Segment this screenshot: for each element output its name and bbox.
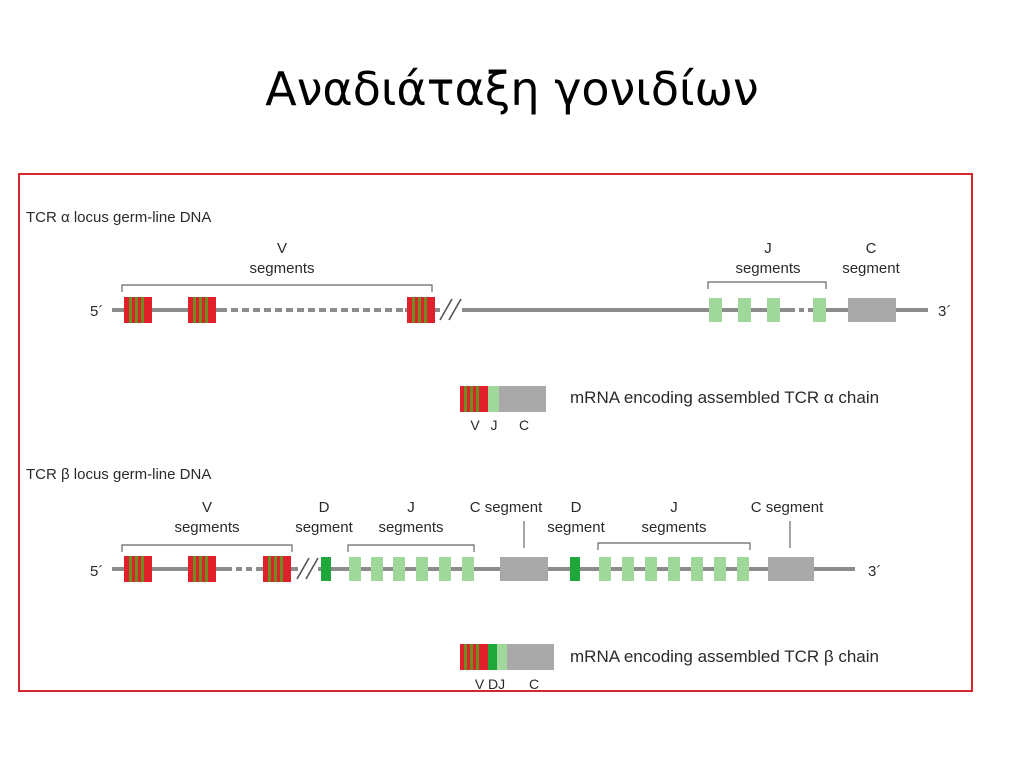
beta-c1-label: C segment	[470, 499, 543, 516]
beta-v-segment	[263, 556, 291, 582]
beta-j1-segment	[393, 557, 405, 581]
beta-v-segment	[188, 556, 216, 582]
beta-d2-label-2: segment	[547, 519, 605, 536]
alpha-v-segment	[124, 297, 152, 323]
beta-j1-segment	[416, 557, 428, 581]
alpha-v-segment	[188, 297, 216, 323]
alpha-c-label-1: C	[866, 240, 877, 257]
alpha-mrna-c-label: C	[519, 417, 529, 433]
alpha-j-segment	[813, 298, 826, 322]
beta-d1-segment	[321, 557, 331, 581]
figure-frame	[18, 173, 973, 692]
beta-j2-segment	[714, 557, 726, 581]
beta-five-prime: 5´	[90, 563, 103, 580]
slide-title: Αναδιάταξη γονιδίων	[265, 62, 759, 116]
alpha-c-label-2: segment	[842, 260, 900, 277]
beta-v-segment	[124, 556, 152, 582]
beta-mrna-caption: mRNA encoding assembled TCR β chain	[570, 647, 879, 666]
alpha-three-prime: 3´	[938, 303, 951, 320]
beta-j1-segment	[371, 557, 383, 581]
alpha-five-prime: 5´	[90, 303, 103, 320]
beta-c2-segment	[768, 557, 814, 581]
alpha-mrna-v-label: V	[470, 417, 480, 433]
beta-j1-segment	[439, 557, 451, 581]
beta-v-label-1: V	[202, 499, 212, 516]
beta-v-label-2: segments	[174, 519, 239, 536]
alpha-mrna-j-label: J	[491, 417, 498, 433]
beta-j2-bracket	[597, 542, 751, 550]
beta-v-bracket	[121, 544, 293, 552]
alpha-j-segment	[767, 298, 780, 322]
alpha-v-bracket	[121, 284, 433, 292]
beta-d2-segment	[570, 557, 580, 581]
beta-j1-label-1: J	[407, 499, 415, 516]
alpha-j-segment	[709, 298, 722, 322]
beta-j2-segment	[645, 557, 657, 581]
beta-j1-segment	[462, 557, 474, 581]
beta-mrna-vdj-label: V DJ	[475, 676, 505, 692]
alpha-v-segment	[407, 297, 435, 323]
beta-break-mark	[296, 557, 319, 580]
beta-three-prime: 3´	[868, 563, 881, 580]
beta-mrna-c-label: C	[529, 676, 539, 692]
alpha-v-label-2: segments	[249, 260, 314, 277]
beta-d1-label-1: D	[319, 499, 330, 516]
beta-j2-segment	[599, 557, 611, 581]
beta-locus-label: TCR β locus germ-line DNA	[26, 466, 211, 483]
alpha-mrna	[460, 386, 546, 412]
alpha-j-label-1: J	[764, 240, 772, 257]
alpha-c-segment	[848, 298, 896, 322]
alpha-mrna-caption: mRNA encoding assembled TCR α chain	[570, 388, 879, 407]
alpha-locus-label: TCR α locus germ-line DNA	[26, 209, 211, 226]
beta-d2-label-1: D	[571, 499, 582, 516]
alpha-j-segment	[738, 298, 751, 322]
beta-j2-segment	[668, 557, 680, 581]
beta-j2-label-2: segments	[641, 519, 706, 536]
beta-j2-segment	[622, 557, 634, 581]
beta-j2-label-1: J	[670, 499, 678, 516]
beta-c1-segment	[500, 557, 548, 581]
beta-j1-segment	[349, 557, 361, 581]
beta-mrna	[460, 644, 554, 670]
alpha-v-label-1: V	[277, 240, 287, 257]
beta-c2-label: C segment	[751, 499, 824, 516]
beta-j2-segment	[737, 557, 749, 581]
alpha-j-bracket	[707, 281, 827, 289]
beta-j1-bracket	[347, 544, 475, 552]
beta-j1-label-2: segments	[378, 519, 443, 536]
alpha-break-mark	[439, 298, 462, 321]
alpha-j-label-2: segments	[735, 260, 800, 277]
beta-j2-segment	[691, 557, 703, 581]
beta-d1-label-2: segment	[295, 519, 353, 536]
